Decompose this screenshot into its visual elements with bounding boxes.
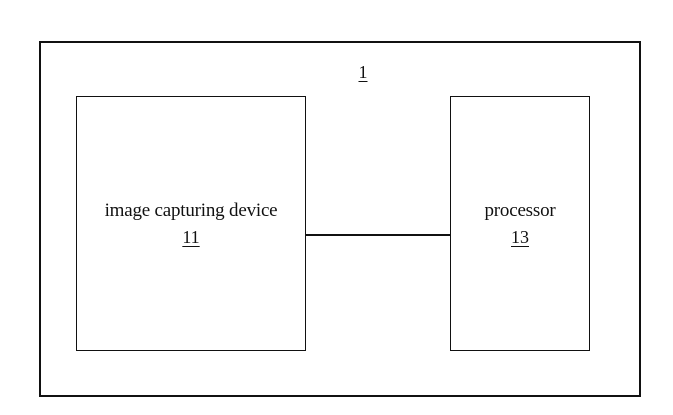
processor-label: processor 13 — [451, 198, 589, 252]
block-reference-number: 13 — [511, 227, 529, 247]
connection-line — [305, 234, 451, 236]
processor-block: processor 13 — [450, 96, 590, 351]
block-reference-number: 11 — [182, 227, 200, 247]
block-name: image capturing device — [104, 200, 278, 221]
system-reference-label: 1 — [358, 62, 368, 82]
image-capturing-device-label: image capturing device 11 — [77, 198, 305, 252]
system-boundary-box — [39, 41, 641, 397]
image-capturing-device-block: image capturing device 11 — [76, 96, 306, 351]
block-name: processor — [484, 200, 556, 221]
